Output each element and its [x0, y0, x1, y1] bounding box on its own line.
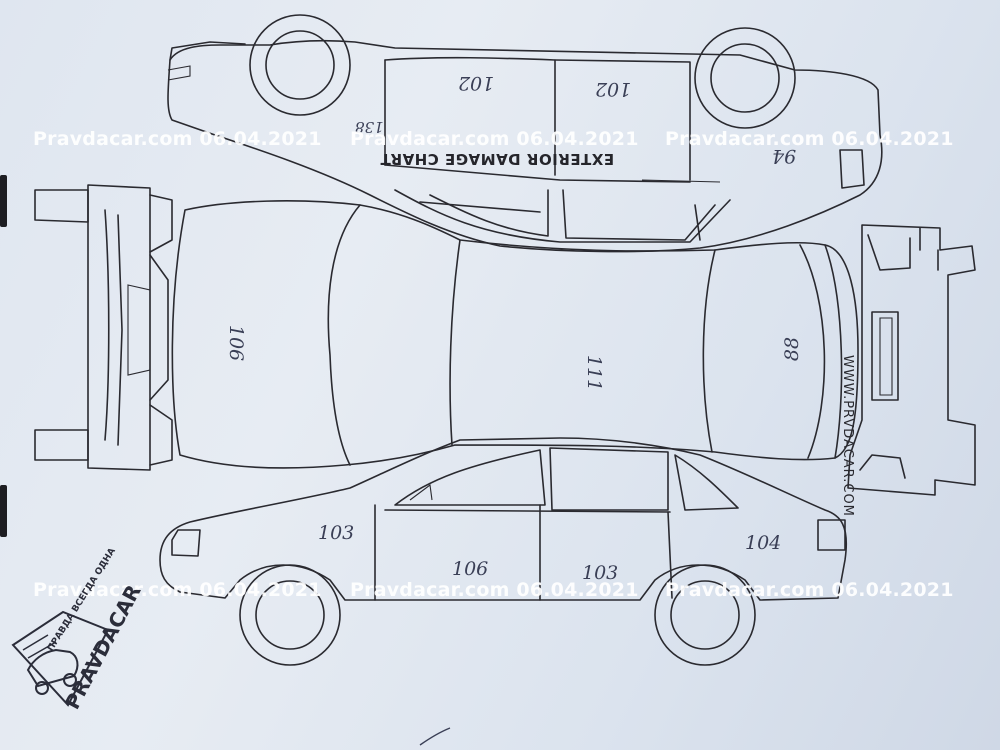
stamp-car-icon: [11, 610, 110, 707]
watermark-bottom-2: Pravdacar.com 06.04.2021: [350, 579, 639, 601]
measurement-trunk: 88: [781, 336, 804, 362]
measurement-bottom-front-fender: 103: [318, 522, 355, 544]
pen-stroke: [419, 727, 451, 746]
watermark-bottom-1: Pravdacar.com 06.04.2021: [33, 579, 322, 601]
measurement-top-front-door: 102: [458, 72, 495, 94]
rear-bumper-plan: [847, 224, 976, 496]
pravdacar-stamp-logo: ПРАВДА ВСЕГДА ОДНА PRAVDACAR: [8, 546, 146, 720]
watermark-top-3: Pravdacar.com 06.04.2021: [665, 128, 954, 150]
front-bumper-plan: [34, 184, 173, 471]
car-plan-view: [171, 200, 859, 469]
binder-clip-bottom: [0, 485, 7, 537]
measurement-bottom-rear-quarter: 104: [745, 532, 782, 554]
exterior-damage-chart-title: EXTERIOR DAMAGE CHART: [380, 150, 615, 168]
website-label: WWW.PRVDACAR.COM: [840, 355, 855, 517]
measurement-roof: 111: [583, 354, 606, 392]
measurement-hood: 106: [225, 324, 248, 362]
measurement-bottom-front-door: 106: [452, 558, 489, 580]
car-side-view-top: [167, 14, 883, 253]
watermark-top-2: Pravdacar.com 06.04.2021: [350, 128, 639, 150]
car-side-view-bottom: [159, 437, 848, 666]
measurement-bottom-rear-door: 103: [582, 562, 619, 584]
measurement-top-rear-door: 102: [595, 78, 632, 100]
binder-clip-top: [0, 175, 7, 227]
watermark-bottom-3: Pravdacar.com 06.04.2021: [665, 579, 954, 601]
watermark-top-1: Pravdacar.com 06.04.2021: [33, 128, 322, 150]
